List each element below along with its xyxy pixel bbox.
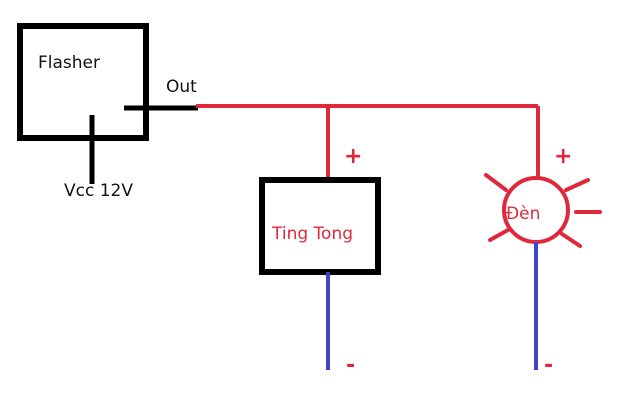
- flasher-label: Flasher: [38, 53, 100, 73]
- positive-bus: [196, 104, 540, 180]
- ting-tong-device: Ting Tong + -: [259, 144, 381, 378]
- flasher-module: Flasher Vcc 12V Out: [17, 23, 198, 201]
- ting-tong-minus-label: -: [346, 353, 355, 378]
- lamp-icon: Đèn + -: [484, 144, 602, 378]
- lamp-ray: [564, 178, 590, 192]
- ting-tong-plus-label: +: [344, 144, 362, 169]
- den-minus-label: -: [544, 353, 553, 378]
- out-label: Out: [166, 77, 197, 97]
- lamp-ray: [488, 228, 510, 242]
- flasher-box: [17, 23, 149, 141]
- lamp-ray: [560, 232, 582, 248]
- lamp-rays: [484, 173, 602, 248]
- lamp-ray: [484, 173, 508, 192]
- den-label: Đèn: [506, 204, 540, 224]
- supply-label: Vcc 12V: [64, 181, 133, 201]
- den-plus-label: +: [554, 144, 572, 169]
- ting-tong-box: [259, 177, 381, 275]
- ting-tong-label: Ting Tong: [271, 224, 353, 244]
